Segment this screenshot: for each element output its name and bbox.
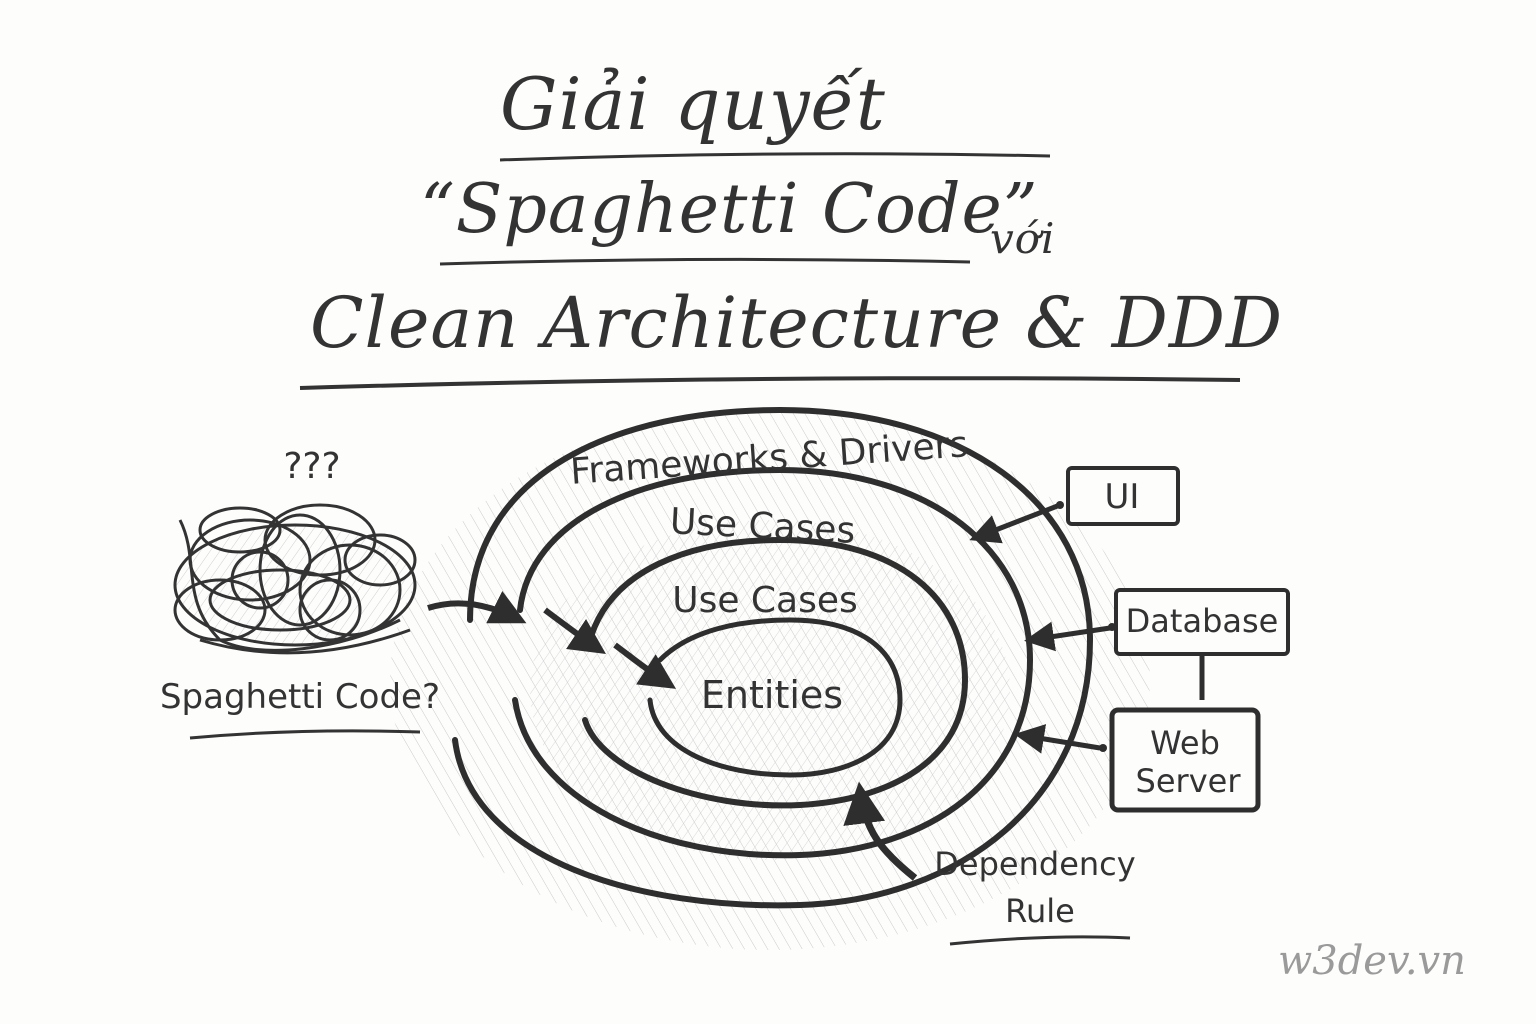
ring-outer — [452, 406, 1094, 909]
title-underlines — [299, 152, 1241, 390]
title-line-1: Giải quyết — [500, 62, 886, 146]
box-web-server-label-1: Web — [1150, 724, 1220, 762]
dependency-rule-line-2: Rule — [1005, 892, 1075, 930]
box-ui — [1066, 466, 1180, 526]
box-database — [1114, 588, 1290, 700]
ring-middle — [512, 466, 1034, 859]
dependency-underline — [949, 935, 1131, 946]
rings — [452, 406, 1094, 909]
ring-label-inner: Use Cases — [672, 580, 858, 621]
ring-core — [647, 617, 903, 778]
spaghetti-scribble — [173, 503, 417, 655]
spaghetti-underline — [189, 729, 421, 740]
spaghetti-label: Spaghetti Code? — [160, 677, 440, 717]
ring-label-middle: Use Cases — [669, 501, 856, 552]
title-line-3: Clean Architecture & DDD — [310, 282, 1284, 364]
external-arrows — [969, 502, 1111, 754]
box-database-label: Database — [1126, 602, 1279, 640]
inward-arrows — [427, 591, 677, 689]
title-line-2: “Spaghetti Code” — [420, 170, 1039, 249]
box-web-server-label-2: Server — [1136, 762, 1242, 800]
dependency-arrow — [843, 781, 918, 881]
ring-inner — [582, 536, 969, 809]
box-ui-label: UI — [1105, 477, 1140, 517]
dependency-rule-line-1: Dependency — [934, 845, 1135, 883]
box-web-server — [1109, 707, 1261, 813]
question-marks: ??? — [283, 446, 340, 487]
ring-label-core: Entities — [701, 673, 843, 717]
watermark: w3dev.vn — [1278, 938, 1466, 984]
title-line-2-suffix: với — [990, 214, 1056, 263]
